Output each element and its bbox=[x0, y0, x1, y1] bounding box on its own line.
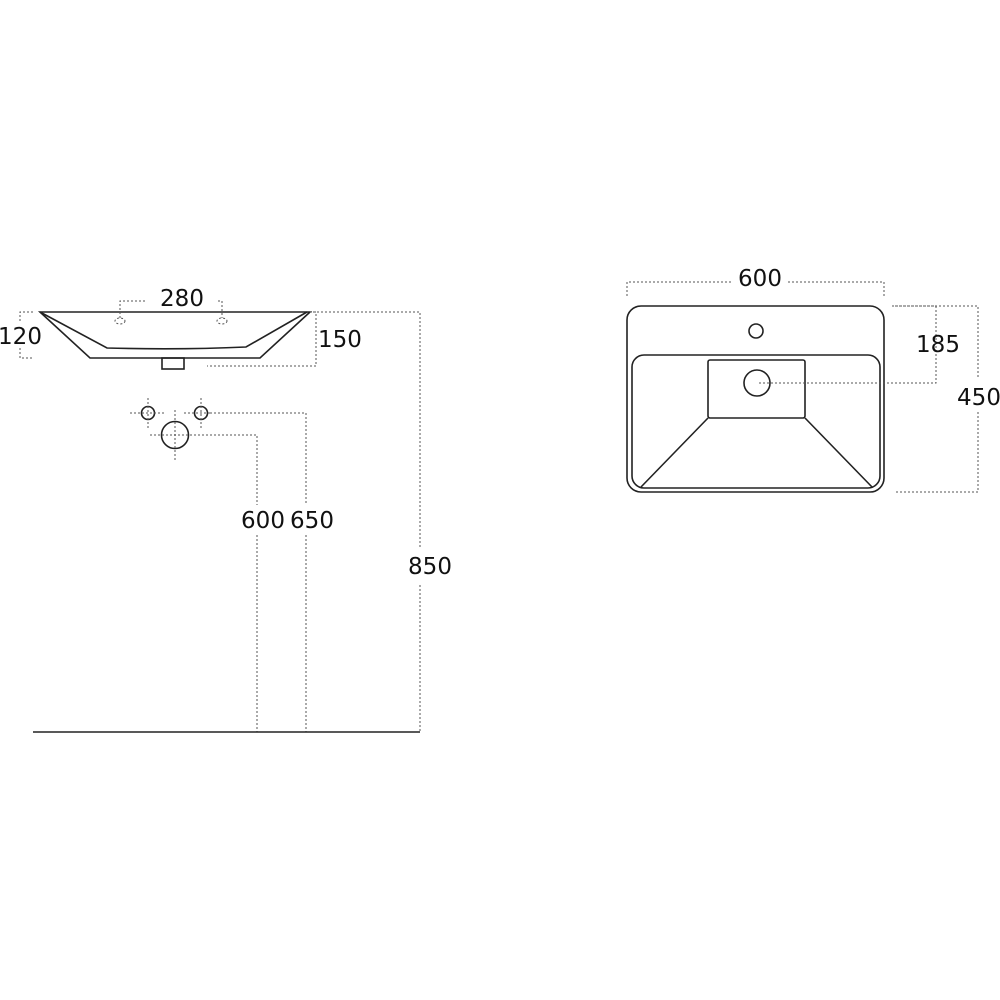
basin-outer-profile bbox=[37, 311, 313, 359]
dim-280: 280 bbox=[160, 286, 204, 312]
dim-150-line bbox=[207, 311, 317, 367]
bowl-outline bbox=[631, 354, 881, 489]
dim-650-line bbox=[210, 412, 307, 732]
basin-inner-profile bbox=[39, 311, 308, 350]
bowl-slope-lines bbox=[640, 417, 873, 488]
dim-600-width: 600 bbox=[738, 266, 782, 292]
dim-650: 650 bbox=[290, 508, 334, 534]
dim-600-height: 600 bbox=[241, 508, 285, 534]
tap-hole-left bbox=[114, 317, 126, 325]
dim-120: 120 bbox=[0, 324, 42, 350]
dim-120-line bbox=[19, 311, 33, 359]
pipe-centerlines bbox=[130, 398, 210, 460]
dim-600-line bbox=[190, 434, 258, 732]
tap-hole bbox=[748, 323, 764, 339]
drain-recess bbox=[707, 359, 806, 419]
dim-850: 850 bbox=[408, 554, 452, 580]
dim-850-line bbox=[313, 311, 421, 732]
side-view: 280 120 150 600 650 850 bbox=[0, 286, 452, 733]
dim-150: 150 bbox=[318, 327, 362, 353]
dim-280-line bbox=[119, 300, 223, 318]
tap-hole-right bbox=[216, 317, 228, 325]
dim-450: 450 bbox=[957, 385, 1000, 411]
basin-outline bbox=[626, 305, 885, 493]
waste-outlet bbox=[161, 357, 185, 370]
top-view: 600 185 450 bbox=[626, 266, 1000, 493]
dim-450-line bbox=[895, 305, 979, 493]
dim-185: 185 bbox=[916, 332, 960, 358]
drain-hole bbox=[743, 369, 771, 397]
waste-pipe bbox=[160, 420, 190, 450]
dim-600-width-line bbox=[626, 281, 885, 296]
dim-185-line bbox=[757, 305, 937, 384]
